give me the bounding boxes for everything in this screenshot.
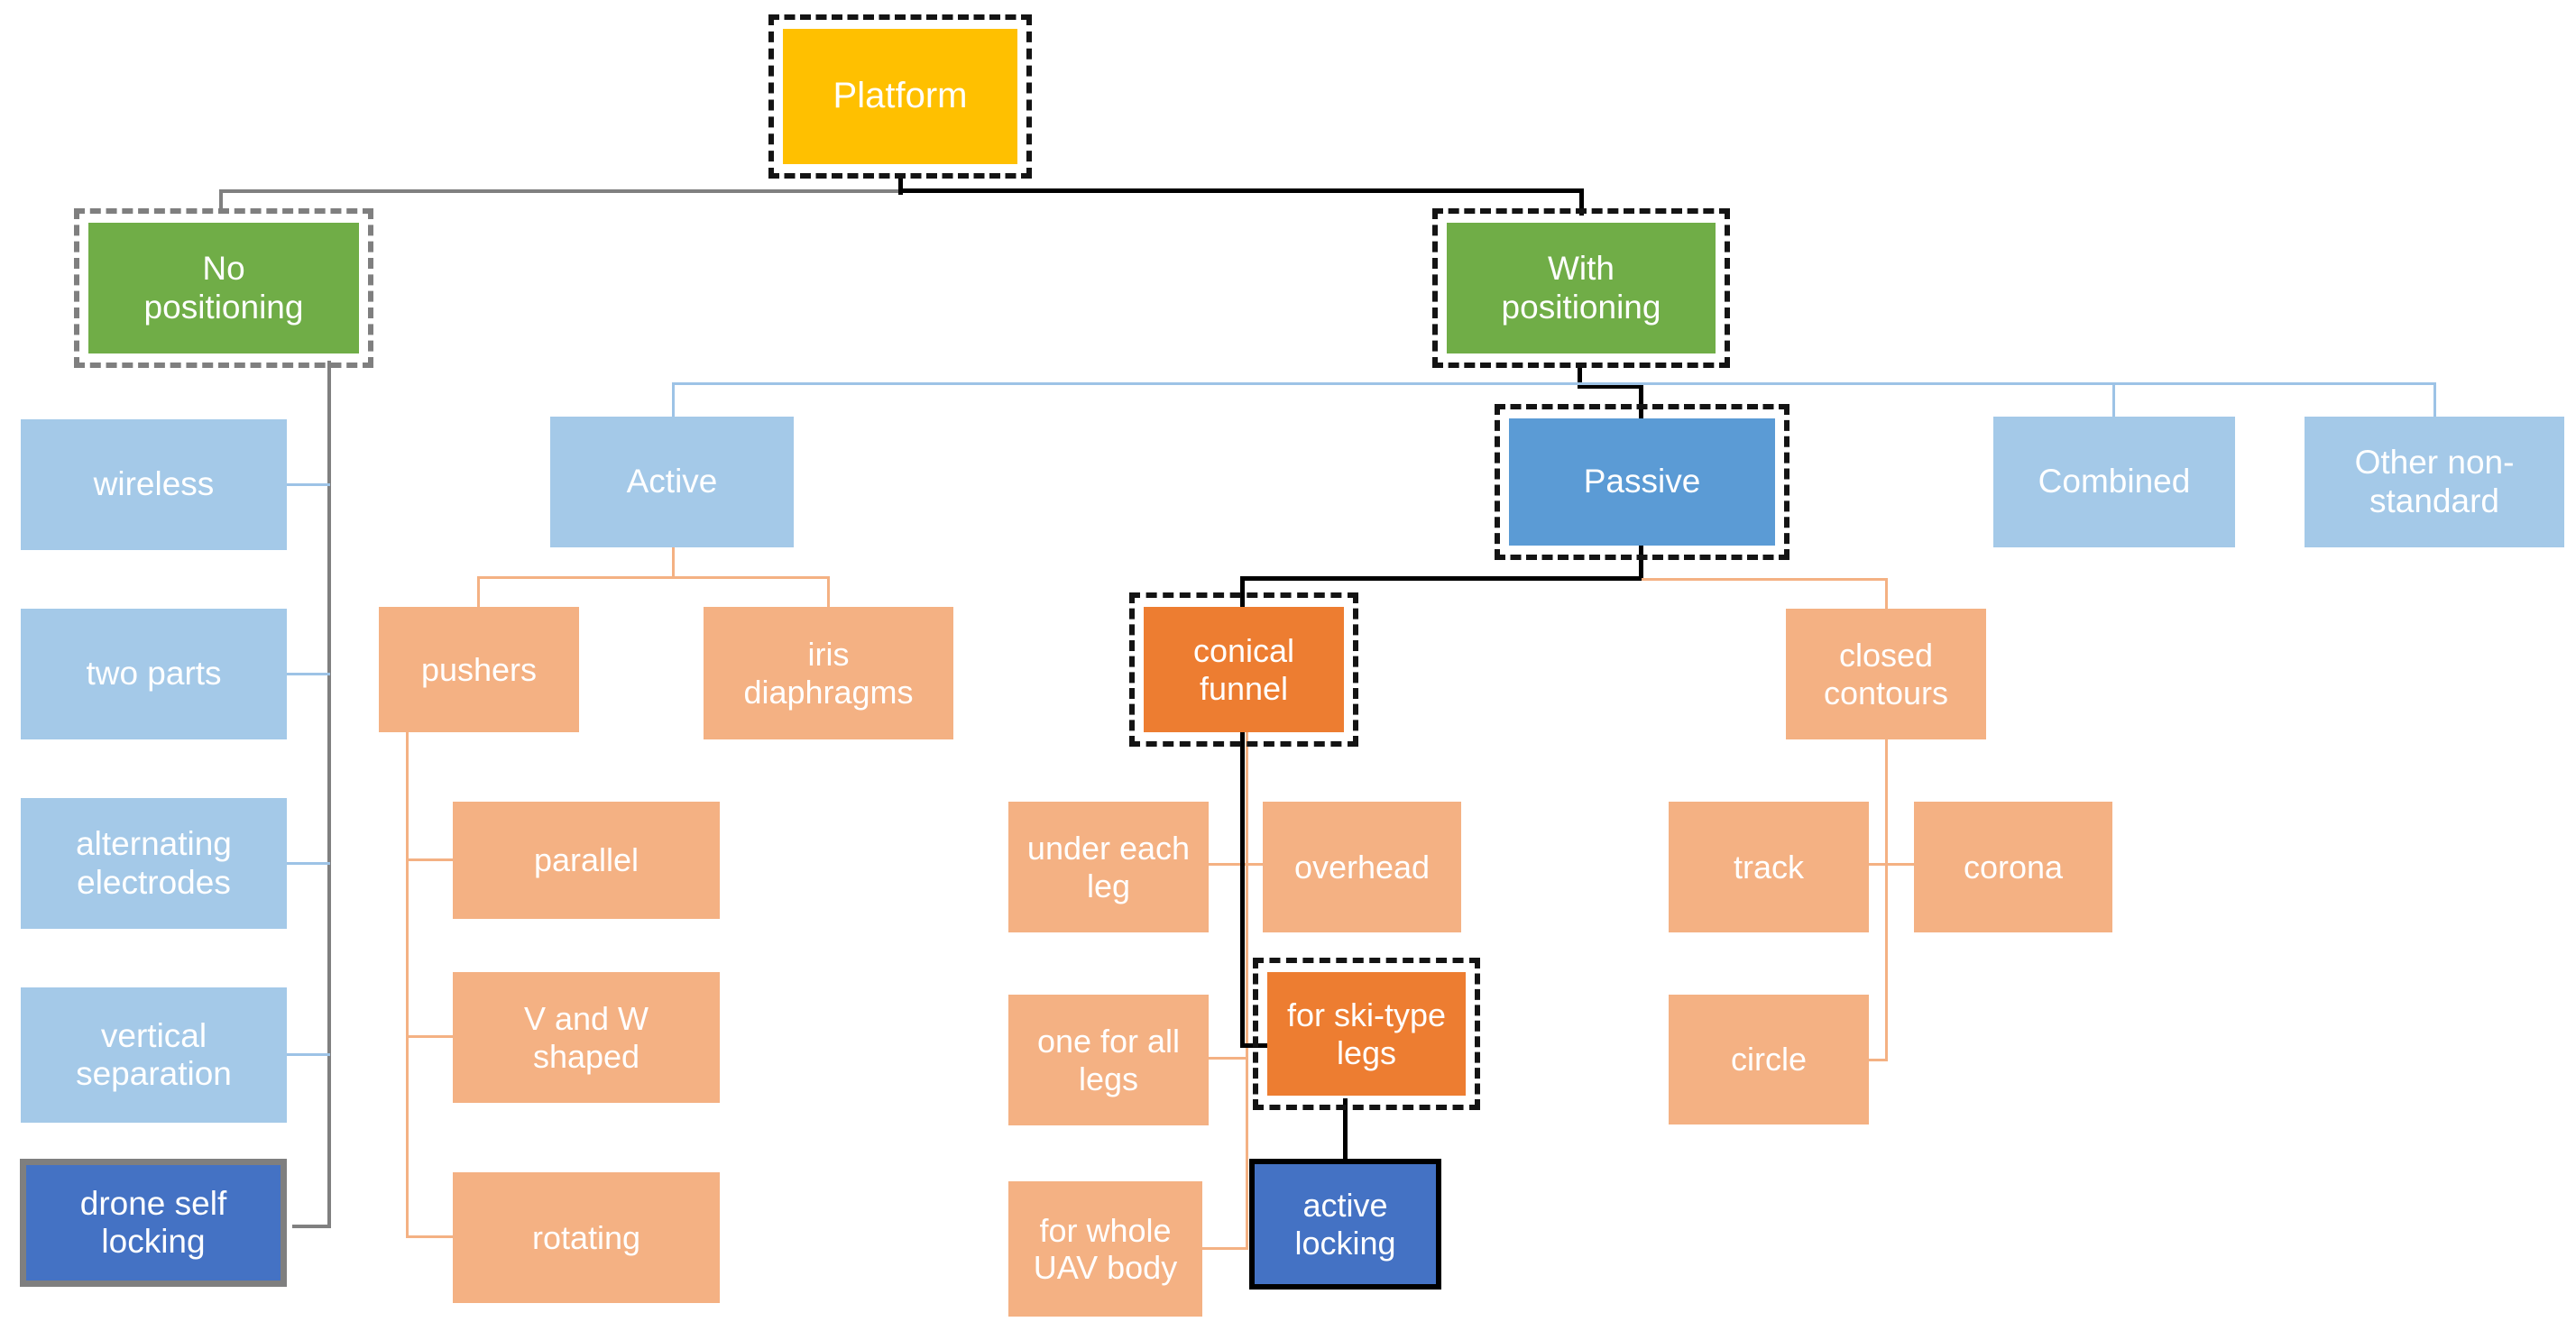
connector-active-locking-link: [1343, 1098, 1348, 1163]
connector-wireless-tick: [285, 483, 330, 486]
connector-iris-drop: [827, 576, 830, 609]
connector-ski-type-elbow: [1240, 1043, 1269, 1048]
node-v-and-w-shaped: V and W shaped: [453, 972, 720, 1103]
connector-pushers-drop: [477, 576, 480, 609]
node-rotating: rotating: [453, 1172, 720, 1303]
connector-platform-left-rail: [219, 189, 902, 193]
connector-closed-contours-drop: [1885, 578, 1888, 610]
node-overhead: overhead: [1263, 802, 1461, 932]
node-closed-contours: closed contours: [1786, 609, 1986, 739]
node-platform: Platform: [768, 14, 1032, 179]
connector-passive-left-rail: [1240, 576, 1643, 581]
connector-pushers-rail: [406, 732, 409, 1237]
connector-with-positioning-elbow: [1578, 384, 1643, 389]
node-corona: corona: [1914, 802, 2112, 932]
node-alternating-electrodes: alternating electrodes: [21, 798, 287, 929]
connector-combined-drop: [2112, 382, 2115, 418]
connector-drone-self-locking-elbow: [292, 1225, 331, 1228]
connector-alternating-electrodes-tick: [285, 862, 330, 865]
node-pushers: pushers: [379, 607, 579, 732]
node-two-parts: two parts: [21, 609, 287, 739]
connector-active-children-rail: [477, 576, 830, 579]
connector-parallel-tick: [406, 858, 455, 861]
node-iris-diaphragms: iris diaphragms: [704, 607, 953, 739]
connector-other-non-standard-drop: [2433, 382, 2436, 418]
node-drone-self-locking: drone self locking: [20, 1159, 287, 1287]
node-track: track: [1669, 802, 1869, 932]
node-active: Active: [550, 417, 794, 547]
connector-no-positioning-drop: [219, 189, 223, 213]
connector-circle-elbow: [1869, 1059, 1888, 1061]
node-circle: circle: [1669, 995, 1869, 1124]
connector-with-positioning-drop: [1579, 188, 1584, 216]
node-other-non-standard: Other non- standard: [2305, 417, 2564, 547]
connector-conical-funnel-drop: [1240, 576, 1245, 609]
connector-track-corona-tick: [1869, 863, 1914, 866]
connector-two-parts-tick: [285, 673, 330, 675]
node-with-positioning: With positioning: [1432, 208, 1730, 368]
node-one-for-all-legs: one for all legs: [1008, 995, 1209, 1125]
connector-active-stub: [672, 547, 675, 579]
node-no-positioning: No positioning: [74, 208, 373, 368]
connector-contours-rail: [1885, 739, 1888, 1061]
node-for-ski-type-legs: for ski-type legs: [1253, 958, 1480, 1110]
node-vertical-separation: vertical separation: [21, 987, 287, 1123]
connector-funnel-orange-rail: [1246, 732, 1248, 1250]
node-passive: Passive: [1495, 404, 1789, 560]
connector-platform-stub: [898, 175, 903, 195]
connector-for-whole-uav-body-elbow: [1202, 1247, 1247, 1250]
connector-with-positioning-stub: [1578, 364, 1582, 389]
node-for-whole-uav-body: for whole UAV body: [1008, 1181, 1202, 1317]
connector-under-each-leg-tick: [1209, 863, 1263, 866]
connector-funnel-black-rail: [1240, 732, 1245, 1048]
node-parallel: parallel: [453, 802, 720, 919]
connector-vertical-separation-tick: [285, 1053, 330, 1056]
node-under-each-leg: under each leg: [1008, 802, 1209, 932]
connector-passive-drop: [1639, 384, 1643, 420]
connector-level2-rail: [672, 382, 2436, 385]
connector-rotating-tick: [406, 1235, 455, 1238]
connector-passive-stub: [1639, 544, 1643, 580]
connector-active-drop: [672, 382, 675, 418]
connector-v-and-w-tick: [406, 1035, 455, 1038]
connector-no-positioning-rail: [327, 361, 331, 1228]
node-wireless: wireless: [21, 419, 287, 550]
node-conical-funnel: conical funnel: [1129, 592, 1358, 747]
connector-platform-right-rail: [898, 188, 1584, 193]
node-combined: Combined: [1993, 417, 2235, 547]
node-active-locking: active locking: [1249, 1159, 1441, 1290]
connector-one-for-all-legs-tick: [1209, 1057, 1247, 1060]
connector-passive-right-rail: [1642, 578, 1888, 581]
